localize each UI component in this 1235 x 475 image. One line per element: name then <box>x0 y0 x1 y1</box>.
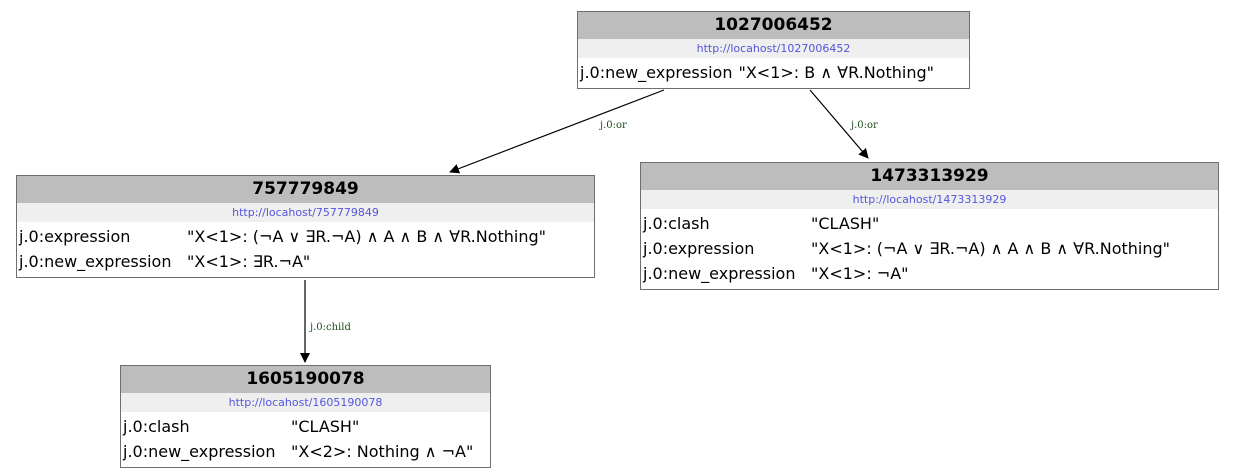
property-key: j.0:new_expression <box>580 63 733 82</box>
edge-or-right <box>809 89 869 159</box>
property-key: j.0:new_expression <box>123 442 276 461</box>
property-row: j.0:clash "CLASH" <box>121 414 490 439</box>
property-key: j.0:clash <box>123 417 190 436</box>
property-value: "X<1>: ∃R.¬A" <box>187 252 311 271</box>
edge-label-or-left: j.0:or <box>599 120 627 131</box>
property-value: "CLASH" <box>811 214 880 233</box>
node-url-link[interactable]: http://locahost/757779849 <box>17 203 594 222</box>
node-1605190078[interactable]: 1605190078 http://locahost/1605190078 j.… <box>120 365 491 468</box>
node-url-link[interactable]: http://locahost/1473313929 <box>641 190 1218 209</box>
edge-label-child: j.0:child <box>309 322 351 333</box>
property-value: "X<1>: (¬A ∨ ∃R.¬A) ∧ A ∧ B ∧ ∀R.Nothing… <box>187 227 547 246</box>
property-value: "X<1>: (¬A ∨ ∃R.¬A) ∧ A ∧ B ∧ ∀R.Nothing… <box>811 239 1171 258</box>
property-value: "CLASH" <box>291 417 360 436</box>
node-title: 1473313929 <box>641 163 1218 190</box>
property-key: j.0:clash <box>643 214 710 233</box>
node-url-link[interactable]: http://locahost/1027006452 <box>578 39 969 58</box>
edge-or-left <box>449 89 665 174</box>
property-row: j.0:expression "X<1>: (¬A ∨ ∃R.¬A) ∧ A ∧… <box>641 236 1218 261</box>
property-key: j.0:expression <box>19 227 131 246</box>
node-url-link[interactable]: http://locahost/1605190078 <box>121 393 490 412</box>
property-row: j.0:new_expression "X<1>: B ∧ ∀R.Nothing… <box>578 60 969 85</box>
property-value: "X<2>: Nothing ∧ ¬A" <box>291 442 474 461</box>
property-row: j.0:new_expression "X<1>: ¬A" <box>641 261 1218 286</box>
node-757779849[interactable]: 757779849 http://locahost/757779849 j.0:… <box>16 175 595 278</box>
property-row: j.0:clash "CLASH" <box>641 211 1218 236</box>
property-row: j.0:expression "X<1>: (¬A ∨ ∃R.¬A) ∧ A ∧… <box>17 224 594 249</box>
node-properties: j.0:expression "X<1>: (¬A ∨ ∃R.¬A) ∧ A ∧… <box>17 222 594 277</box>
property-row: j.0:new_expression "X<1>: ∃R.¬A" <box>17 249 594 274</box>
property-key: j.0:expression <box>643 239 755 258</box>
node-1473313929[interactable]: 1473313929 http://locahost/1473313929 j.… <box>640 162 1219 290</box>
property-value: "X<1>: B ∧ ∀R.Nothing" <box>738 63 934 82</box>
property-key: j.0:new_expression <box>643 264 796 283</box>
property-key: j.0:new_expression <box>19 252 172 271</box>
property-value: "X<1>: ¬A" <box>811 264 909 283</box>
edge-label-or-right: j.0:or <box>850 120 878 131</box>
node-title: 757779849 <box>17 176 594 203</box>
property-row: j.0:new_expression "X<2>: Nothing ∧ ¬A" <box>121 439 490 464</box>
node-properties: j.0:clash "CLASH" j.0:new_expression "X<… <box>121 412 490 467</box>
node-title: 1027006452 <box>578 12 969 39</box>
node-1027006452[interactable]: 1027006452 http://locahost/1027006452 j.… <box>577 11 970 89</box>
node-title: 1605190078 <box>121 366 490 393</box>
node-properties: j.0:clash "CLASH" j.0:expression "X<1>: … <box>641 209 1218 289</box>
node-properties: j.0:new_expression "X<1>: B ∧ ∀R.Nothing… <box>578 58 969 88</box>
